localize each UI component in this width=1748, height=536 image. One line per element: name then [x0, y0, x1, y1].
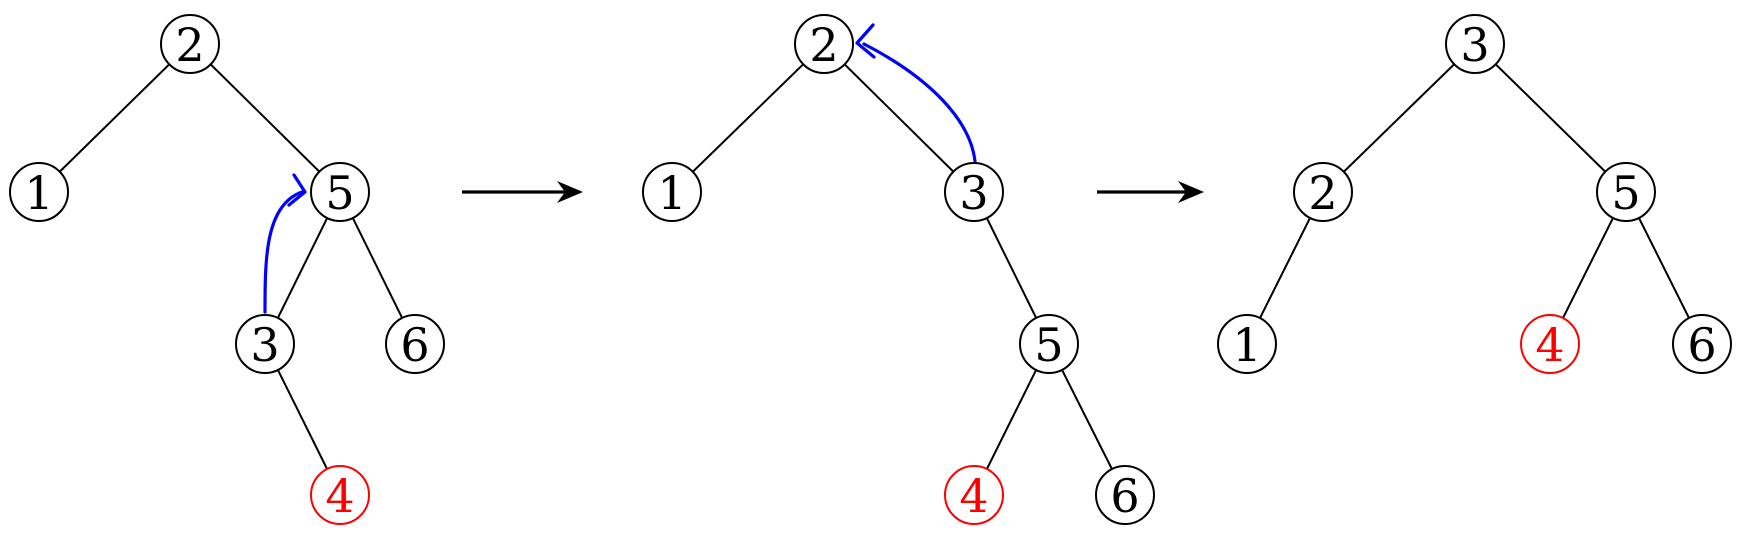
tree-node: 6 [385, 314, 445, 374]
tree-node: 1 [642, 162, 702, 222]
node-label: 1 [657, 166, 686, 220]
node-label: 4 [959, 469, 988, 523]
rotation-arrow-head [855, 23, 876, 59]
node-circle [1217, 314, 1277, 374]
tree-edge [671, 43, 825, 193]
tree-edge [823, 43, 975, 193]
node-circle [1596, 162, 1656, 222]
node-circle [235, 314, 295, 374]
tree-node: 6 [1095, 465, 1155, 525]
node-circle [385, 314, 445, 374]
edges-layer [38, 43, 1703, 496]
node-circle [1672, 314, 1732, 374]
tree-node: 6 [1672, 314, 1732, 374]
step-arrow [1097, 181, 1204, 203]
node-label: 5 [1034, 318, 1063, 372]
node-label: 6 [1687, 318, 1716, 372]
node-label: 2 [809, 18, 838, 72]
node-label: 5 [325, 166, 354, 220]
node-circle [944, 465, 1004, 525]
node-circle [160, 14, 220, 74]
tree-node: 3 [1445, 14, 1505, 74]
node-label: 4 [1535, 318, 1564, 372]
node-circle [310, 162, 370, 222]
node-label: 3 [959, 166, 988, 220]
node-circle [1293, 162, 1353, 222]
node-circle [9, 162, 69, 222]
step-arrow [462, 181, 583, 203]
tree-edge [1474, 43, 1627, 193]
node-circle [1095, 465, 1155, 525]
node-circle [642, 162, 702, 222]
tree-node-highlighted: 4 [310, 465, 370, 525]
node-circle [1445, 14, 1505, 74]
node-label: 6 [1110, 469, 1139, 523]
rotation-arrow-head [287, 173, 307, 207]
node-circle [1019, 314, 1079, 374]
node-label: 1 [1232, 318, 1261, 372]
tree-node: 5 [1596, 162, 1656, 222]
rotation-arrow [263, 190, 304, 314]
tree-node-highlighted: 4 [944, 465, 1004, 525]
tree-edge [38, 43, 191, 193]
tree-node: 2 [160, 14, 220, 74]
tree-node: 5 [1019, 314, 1079, 374]
node-label: 5 [1611, 166, 1640, 220]
tree-node-highlighted: 4 [1520, 314, 1580, 374]
tree-edge [1322, 43, 1476, 193]
tree-node: 1 [9, 162, 69, 222]
node-label: 3 [250, 318, 279, 372]
tree-node: 3 [235, 314, 295, 374]
tree-node: 1 [1217, 314, 1277, 374]
tree-node: 3 [944, 162, 1004, 222]
node-label: 4 [325, 469, 354, 523]
rotation-arrow [862, 42, 977, 163]
tree-node: 5 [310, 162, 370, 222]
arrows-layer [263, 23, 1204, 314]
node-label: 1 [24, 166, 53, 220]
node-label: 3 [1460, 18, 1489, 72]
node-circle [794, 14, 854, 74]
node-circle [1520, 314, 1580, 374]
tree-node: 2 [794, 14, 854, 74]
tree-node: 2 [1293, 162, 1353, 222]
node-circle [944, 162, 1004, 222]
node-circle [310, 465, 370, 525]
node-label: 2 [175, 18, 204, 72]
node-label: 6 [400, 318, 429, 372]
tree-edge [189, 43, 341, 193]
nodes-layer: 2 1 5 3 6 4 2 1 3 5 4 6 3 2 5 1 4 6 [9, 14, 1732, 525]
node-label: 2 [1308, 166, 1337, 220]
